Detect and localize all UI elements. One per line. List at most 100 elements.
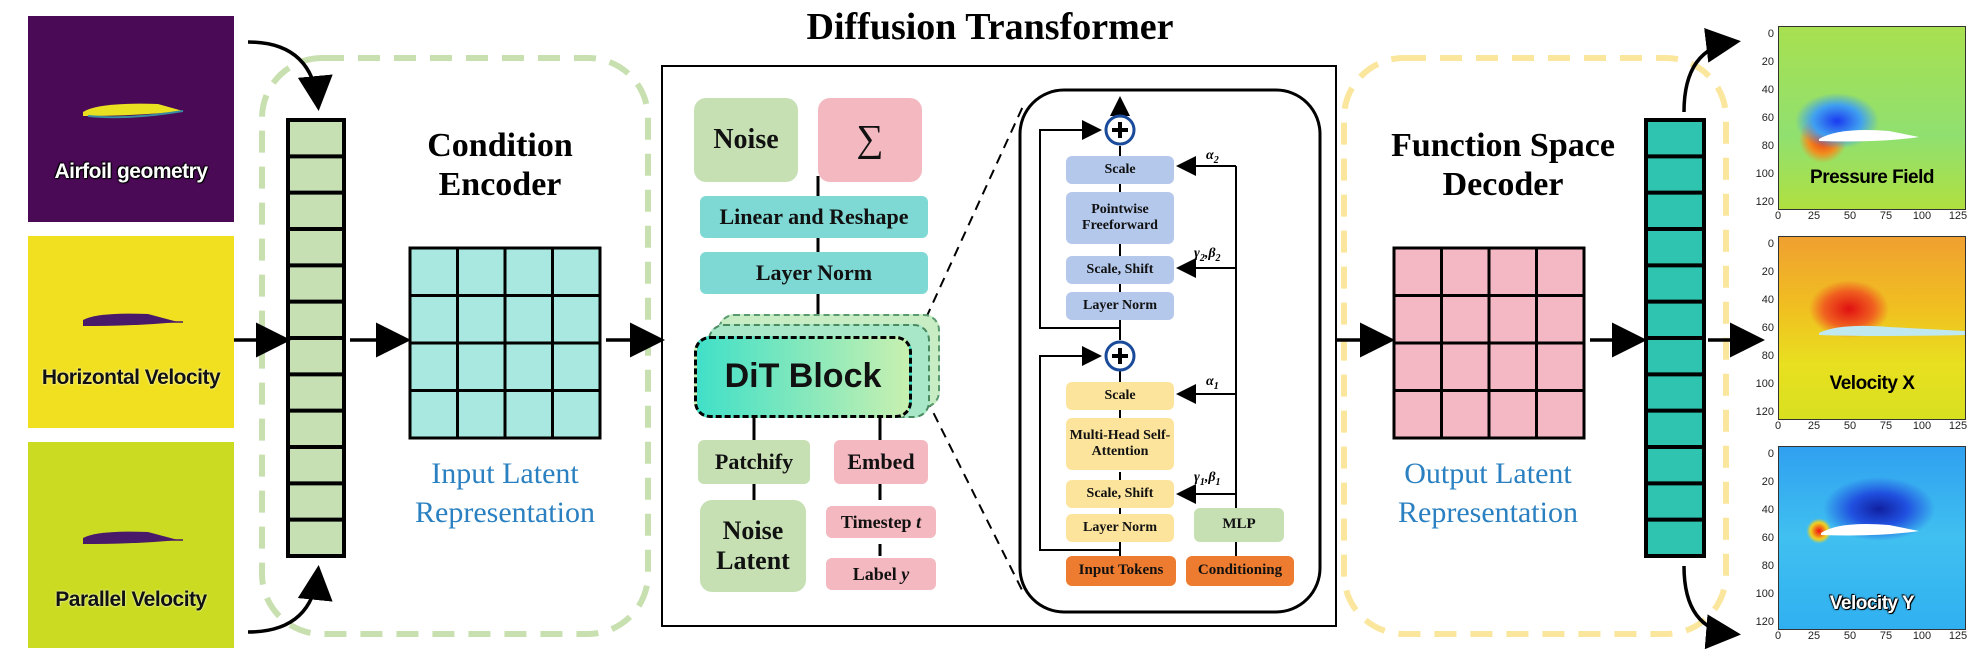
alpha2-label: α2 <box>1206 148 1219 166</box>
scale-shift-top-box: Scale, Shift <box>1066 256 1174 284</box>
input-token-column <box>286 118 346 558</box>
input-latent-label: Input Latent Representation <box>415 457 595 529</box>
plot-y-tick: 120 <box>1755 616 1774 628</box>
label-label: Label <box>852 563 897 584</box>
latent-cell <box>1392 294 1443 345</box>
noise-latent-box: Noise Latent <box>700 500 806 592</box>
input-label-horizontal-velocity: Horizontal Velocity <box>41 366 221 389</box>
plot-y-tick: 120 <box>1755 406 1774 418</box>
sigma-box: ∑ <box>818 98 922 182</box>
plot-x-tick: 125 <box>1948 210 1968 222</box>
plot-y-tick: 60 <box>1761 322 1774 334</box>
scale-bottom-box: Scale <box>1066 382 1174 410</box>
plot-y-tick: 0 <box>1767 28 1774 40</box>
plot-x-tick: 50 <box>1843 210 1857 222</box>
latent-cell <box>1487 389 1538 440</box>
plot-y-tick: 80 <box>1761 350 1774 362</box>
airfoil-shape-icon <box>1821 524 1919 536</box>
latent-cell <box>1440 246 1491 297</box>
encoder-title: Condition Encoder <box>427 127 573 204</box>
output-plot-velocity-x: Velocity X <box>1778 236 1966 420</box>
decoder-title: Function Space Decoder <box>1391 127 1615 204</box>
plot-y-tick: 40 <box>1761 294 1774 306</box>
output-plot-pressure: Pressure Field <box>1778 26 1966 210</box>
output-label-velocity-y: Velocity Y <box>1829 593 1915 614</box>
airfoil-shape-icon <box>83 531 183 544</box>
gamma2-beta2-label: γ2,β2 <box>1194 246 1221 264</box>
embed-box: Embed <box>834 440 928 484</box>
plot-x-tick: 100 <box>1912 210 1932 222</box>
plot-y-tick: 20 <box>1761 476 1774 488</box>
latent-cell <box>1392 341 1443 392</box>
plot-x-tick: 75 <box>1879 210 1893 222</box>
plot-x-tick: 100 <box>1912 420 1932 432</box>
latent-cell <box>1440 294 1491 345</box>
latent-cell <box>456 246 507 297</box>
plot-x-tick: 50 <box>1843 630 1857 642</box>
residual-add-top-icon <box>1104 114 1136 146</box>
timestep-var: t <box>916 511 922 532</box>
plot-y-tick: 80 <box>1761 140 1774 152</box>
alpha1-label: α1 <box>1206 374 1219 392</box>
layer-norm-box: Layer Norm <box>700 252 928 294</box>
latent-cell <box>1535 341 1586 392</box>
latent-cell <box>1535 389 1586 440</box>
input-image-airfoil: Airfoil geometry <box>28 16 234 222</box>
plot-x-tick: 0 <box>1774 210 1782 222</box>
input-latent-grid <box>408 246 602 440</box>
latent-cell <box>408 246 459 297</box>
input-image-parallel-velocity: Parallel Velocity <box>28 442 234 648</box>
latent-cell <box>1535 294 1586 345</box>
plot-y-tick: 0 <box>1767 448 1774 460</box>
plot-y-tick: 100 <box>1755 378 1774 390</box>
label-box: Label y <box>826 558 936 590</box>
latent-cell <box>503 246 554 297</box>
plot-x-tick: 25 <box>1807 210 1821 222</box>
airfoil-shape-icon <box>83 103 184 119</box>
plot-y-tick: 100 <box>1755 588 1774 600</box>
conditioning-box: Conditioning <box>1186 556 1294 586</box>
latent-cell <box>1440 341 1491 392</box>
dit-block-button: DiT Block <box>694 336 912 418</box>
plot-y-tick: 60 <box>1761 532 1774 544</box>
plot-x-tick: 125 <box>1948 630 1968 642</box>
noise-latent-label: Noise Latent <box>716 516 790 575</box>
plot-y-tick: 80 <box>1761 560 1774 572</box>
latent-cell <box>503 341 554 392</box>
layer-norm-bottom-box: Layer Norm <box>1066 514 1174 542</box>
output-label-velocity-x: Velocity X <box>1829 373 1915 394</box>
residual-add-bottom-icon <box>1104 340 1136 372</box>
label-var: y <box>901 563 910 584</box>
input-tokens-box: Input Tokens <box>1066 556 1176 586</box>
airfoil-shape-icon <box>83 313 183 326</box>
output-latent-label: Output Latent Representation <box>1398 457 1578 529</box>
latent-cell <box>1392 246 1443 297</box>
decoder-dashed-frame <box>1341 55 1729 637</box>
mlp-box: MLP <box>1194 508 1284 542</box>
plot-x-tick: 0 <box>1774 420 1782 432</box>
airfoil-shape-icon <box>1819 325 1965 336</box>
timestep-label: Timestep <box>840 511 912 532</box>
plot-y-tick: 20 <box>1761 266 1774 278</box>
latent-cell <box>456 294 507 345</box>
latent-cell <box>551 341 602 392</box>
plot-x-tick: 125 <box>1948 420 1968 432</box>
latent-cell <box>1535 246 1586 297</box>
latent-cell <box>551 389 602 440</box>
noise-box: Noise <box>694 98 798 182</box>
patchify-box: Patchify <box>698 440 810 484</box>
plot-x-tick: 75 <box>1879 630 1893 642</box>
plot-y-tick: 60 <box>1761 112 1774 124</box>
layer-norm-top-box: Layer Norm <box>1066 292 1174 320</box>
output-token-column <box>1644 118 1706 558</box>
plot-x-tick: 25 <box>1807 630 1821 642</box>
latent-cell <box>551 246 602 297</box>
latent-cell <box>551 294 602 345</box>
gamma1-beta1-label: γ1,β1 <box>1194 470 1221 488</box>
latent-cell <box>503 389 554 440</box>
latent-cell <box>408 389 459 440</box>
plot-y-tick: 20 <box>1761 56 1774 68</box>
output-label-pressure: Pressure Field <box>1810 167 1934 188</box>
